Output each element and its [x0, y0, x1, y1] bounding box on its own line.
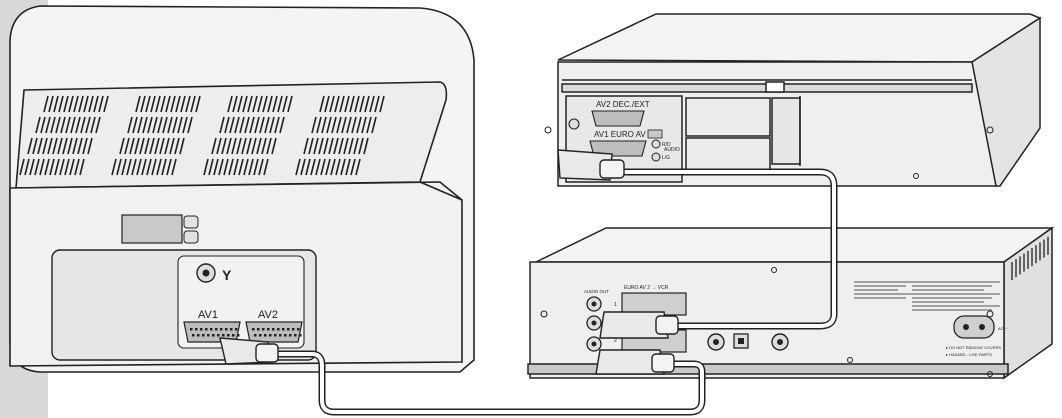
receiver-audio-out-label: AUDIO OUT: [584, 289, 609, 294]
receiver-screw: [540, 310, 548, 318]
tv-vent-group: [119, 137, 185, 155]
tv-vent-group: [111, 158, 177, 176]
vcr-unit: [557, 13, 1042, 187]
tv-vent-group: [319, 95, 385, 113]
vcr-rca-left[interactable]: [651, 152, 661, 162]
vcr-audio-label: AUDIO: [664, 147, 680, 153]
tv-vent-group: [211, 137, 277, 155]
receiver-screw: [771, 267, 777, 273]
tv-vent-group: [295, 158, 361, 176]
tv-av2-label: AV2: [258, 309, 278, 321]
receiver-top-face: [535, 227, 1055, 263]
vcr-top-face: [557, 13, 1042, 63]
vcr-av2-label: AV2 DEC./EXT: [596, 100, 650, 109]
scart-plug-vcr: [557, 149, 625, 181]
tv-vent-group: [203, 158, 269, 176]
scart-plug-tv: [219, 337, 279, 365]
tv-vent-group: [127, 116, 193, 134]
tv-vent-group: [311, 116, 377, 134]
vcr-rca-l-label: L/G: [662, 155, 670, 161]
receiver-screw: [986, 310, 994, 318]
receiver-warning-2: ▸ HAZARD - LIVE PARTS: [946, 352, 992, 357]
receiver-warning-1: ▸ DO NOT REMOVE COVERS: [946, 345, 1001, 350]
receiver-screw: [987, 371, 993, 377]
vcr-rca-r-label: R/D: [662, 142, 671, 148]
vcr-rca-right[interactable]: [651, 139, 661, 149]
receiver-euro-label: EURO AV 2 → VCR: [624, 285, 669, 291]
tv-vent-group: [219, 116, 285, 134]
receiver-small-label-1: 1: [614, 302, 617, 308]
tv-vent-group: [19, 158, 85, 176]
vcr-av1-label: AV1 EURO AV: [594, 130, 646, 139]
vcr-av2-scart-socket[interactable]: [591, 110, 645, 127]
tv-av2-scart-socket[interactable]: [245, 321, 303, 343]
tv-connector-panel: Y AV1 AV2: [51, 249, 317, 361]
vcr-screw: [544, 126, 552, 134]
scart-plug-receiver-2: [595, 349, 675, 375]
tv-vent-group: [135, 95, 201, 113]
vcr-ground-screw: [568, 118, 580, 130]
tv-vent-group: [35, 116, 101, 134]
tv-vent-group: [303, 137, 369, 155]
tv-label-block: [121, 214, 199, 244]
receiver-mains-label: AC ~: [998, 326, 1008, 331]
receiver-small-label-2: 2: [614, 338, 617, 344]
vcr-av1-scart-socket[interactable]: [589, 140, 647, 157]
receiver-mains-socket[interactable]: [953, 315, 995, 339]
tv-av1-label: AV1: [198, 309, 218, 321]
tv-vent-group: [227, 95, 293, 113]
vcr-screw: [913, 173, 919, 179]
scart-plug-receiver-1: [599, 311, 679, 339]
receiver-screw: [847, 357, 853, 363]
receiver-fine-print: [854, 281, 1000, 311]
tv-scart-pins: [190, 328, 302, 337]
vcr-screw: [986, 126, 994, 134]
tv-vent-group: [27, 137, 93, 155]
tv-vent-slots: [19, 95, 385, 176]
antenna-icon: Y: [222, 267, 232, 283]
receiver-side-vents: [1011, 236, 1049, 280]
tv-vent-group: [43, 95, 109, 113]
